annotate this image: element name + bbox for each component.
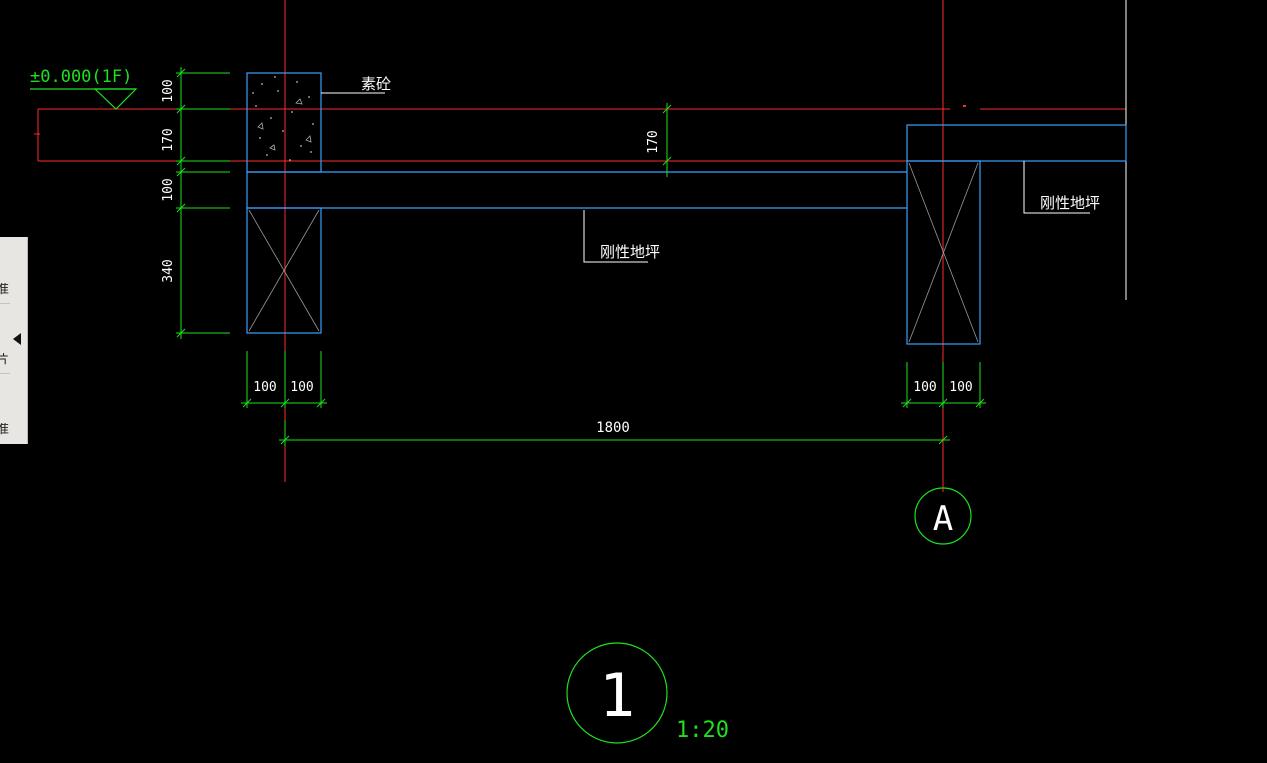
level-mark-text: ±0.000(1F) xyxy=(30,67,132,87)
floor-label-2: 刚性地坪 xyxy=(1040,194,1100,212)
side-panel-item-3[interactable]: 准 xyxy=(0,423,10,437)
dim-h-right-2: 100 xyxy=(949,380,972,395)
level-symbol xyxy=(30,88,138,110)
side-panel-separator xyxy=(0,373,10,374)
mid-dimension-lines xyxy=(662,103,672,177)
concrete-hatch xyxy=(252,76,314,161)
right-footing xyxy=(906,160,981,345)
side-panel[interactable]: 准 片 准 xyxy=(0,237,28,444)
dim-span: 1800 xyxy=(596,420,630,436)
dim-v-2: 170 xyxy=(161,128,176,151)
right-slab xyxy=(906,124,1127,162)
floor-label-1: 刚性地坪 xyxy=(600,243,660,261)
axis-bubble xyxy=(914,487,972,545)
dim-v-mid: 170 xyxy=(646,130,661,153)
side-panel-item-1[interactable]: 准 xyxy=(0,283,10,297)
footing-hatch xyxy=(248,162,979,343)
concrete-aggregate xyxy=(257,98,312,151)
dim-v-3: 100 xyxy=(161,178,176,201)
dim-v-4: 340 xyxy=(161,259,176,282)
leader-lines xyxy=(321,92,1090,263)
dim-v-1: 100 xyxy=(161,79,176,102)
detail-number: 1 xyxy=(599,661,635,731)
structure-outline xyxy=(246,72,1127,345)
dim-h-left-2: 100 xyxy=(290,380,313,395)
detail-bubble xyxy=(566,642,668,744)
material-label: 素砼 xyxy=(361,75,391,93)
side-panel-separator xyxy=(0,303,10,304)
horizontal-dimension-lines xyxy=(241,351,986,446)
side-panel-item-2[interactable]: 片 xyxy=(0,353,10,367)
dim-h-right-1: 100 xyxy=(913,380,936,395)
axis-label: A xyxy=(933,499,953,539)
detail-scale: 1:20 xyxy=(676,718,729,743)
vertical-dimension-lines xyxy=(176,67,230,339)
dim-h-left-1: 100 xyxy=(253,380,276,395)
triangle-left-icon[interactable] xyxy=(13,333,21,345)
